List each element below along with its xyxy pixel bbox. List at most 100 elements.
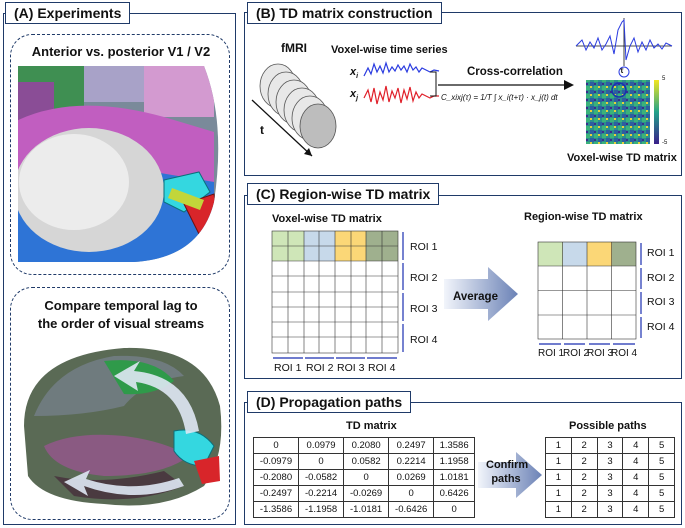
path-cell: 3: [596, 453, 624, 470]
path-cell: 4: [622, 501, 650, 518]
path-cell: 4: [622, 453, 650, 470]
possible-paths-table: 1 2 3 4 5 1 2 3 4 5 1 2 3 4 5 1 2 3 4 5 …: [545, 437, 675, 518]
region-col-label-roi4: ROI 4: [611, 348, 638, 359]
path-cell: 2: [570, 485, 598, 502]
td-cell: -0.6426: [388, 501, 435, 518]
path-cell: 3: [596, 485, 624, 502]
time-axis-label: t: [260, 123, 264, 137]
panel-d-title: (D) Propagation paths: [247, 391, 412, 413]
xj-letter: x: [350, 88, 357, 100]
voxel-row-label-roi1: ROI 1: [410, 241, 438, 253]
voxel-td-grid: [271, 230, 399, 354]
td-cell: 0.2497: [388, 437, 435, 454]
path-cell: 1: [545, 437, 572, 454]
td-cell: 0.0582: [343, 453, 390, 470]
region-row-brackets: [640, 243, 642, 338]
average-arrow: [444, 267, 518, 321]
average-label: Average: [453, 291, 498, 303]
region-cell-roi3: [587, 242, 612, 266]
possible-paths-caption: Possible paths: [569, 420, 647, 432]
path-cell: 1: [545, 485, 572, 502]
confirm-paths-label: Confirm paths: [486, 459, 529, 485]
path-cell: 4: [622, 485, 650, 502]
region-row-label-roi2: ROI 2: [647, 272, 675, 284]
path-cell: 5: [648, 453, 675, 470]
xi-letter: x: [350, 66, 357, 78]
voxel-col-label-roi1: ROI 1: [274, 362, 302, 374]
tau-label: τ: [620, 66, 624, 75]
region-col-label-roi1: ROI 1: [538, 348, 565, 359]
region-row-label-roi3: ROI 3: [647, 296, 675, 308]
xi-label: xi: [350, 66, 358, 80]
td-cell: -0.0269: [343, 485, 390, 502]
inflated-brain-image: [24, 347, 222, 506]
region-cell-roi1: [538, 242, 563, 266]
path-cell: 1: [545, 501, 572, 518]
region-col-label-roi3: ROI 3: [587, 348, 614, 359]
td-cell: -1.0181: [343, 501, 390, 518]
path-cell: 1: [545, 469, 572, 486]
panel-a-title: (A) Experiments: [5, 2, 131, 24]
sub-box-visual-streams: [10, 287, 230, 520]
td-cell: 0: [343, 469, 390, 486]
panel-c-title: (C) Region-wise TD matrix: [247, 183, 440, 205]
td-cell: -1.1958: [298, 501, 345, 518]
td-row: 0 0.0979 0.2080 0.2497 1.3586: [252, 437, 475, 454]
td-cell: -0.2497: [252, 485, 300, 502]
path-cell: 2: [570, 501, 598, 518]
path-row: 1 2 3 4 5: [545, 485, 675, 502]
region-cell-roi2: [562, 242, 587, 266]
td-row: -0.2497 -0.2214 -0.0269 0 0.6426: [252, 485, 475, 502]
path-cell: 2: [570, 437, 598, 454]
td-cell: -1.3586: [252, 501, 300, 518]
td-cell: 0: [388, 485, 435, 502]
td-cell: 0: [298, 453, 345, 470]
voxel-col-label-roi2: ROI 2: [306, 362, 334, 374]
path-cell: 4: [622, 469, 650, 486]
td-cell: 1.1958: [433, 453, 475, 470]
voxel-grid-lines: [271, 230, 399, 354]
path-cell: 5: [648, 437, 675, 454]
path-cell: 3: [596, 437, 624, 454]
path-row: 1 2 3 4 5: [545, 469, 675, 486]
path-row: 1 2 3 4 5: [545, 437, 675, 454]
visual-streams-title-1: Compare temporal lag to: [44, 298, 198, 313]
region-td-grid: [537, 241, 637, 340]
region-grid-lines: [537, 241, 637, 340]
region-row-label-roi1: ROI 1: [647, 247, 675, 259]
brain-flatmap-image: [18, 66, 219, 262]
colorbar-min: -5: [662, 140, 668, 146]
path-cell: 3: [596, 501, 624, 518]
td-row: -1.3586 -1.1958 -1.0181 -0.6426 0: [252, 501, 475, 518]
cross-correlation-formula: C_xixj(τ) = 1/T ∫ x_i(t+τ) · x_j(t) dt: [441, 93, 558, 102]
path-row: 1 2 3 4 5: [545, 453, 675, 470]
path-row: 1 2 3 4 5: [545, 501, 675, 518]
td-row: -0.2080 -0.0582 0 0.0269 1.0181: [252, 469, 475, 486]
fmri-stack-image: [251, 63, 337, 157]
fmri-label: fMRI: [281, 41, 307, 55]
voxel-row-label-roi3: ROI 3: [410, 303, 438, 315]
td-cell: 0.0979: [298, 437, 345, 454]
confirm-paths-arrow: [478, 452, 542, 498]
td-cell: -0.0582: [298, 469, 345, 486]
td-cell: -0.0979: [252, 453, 300, 470]
td-cell: 0.2080: [343, 437, 390, 454]
cross-correlation-label: Cross-correlation: [467, 66, 563, 78]
voxel-col-brackets: [273, 357, 397, 359]
correlation-curve-plot: [575, 18, 673, 78]
sub-box-v1-v2: [10, 34, 230, 275]
td-matrix-table: 0 0.0979 0.2080 0.2497 1.3586 -0.0979 0 …: [252, 437, 475, 518]
visual-streams-title-2: the order of visual streams: [37, 316, 205, 331]
td-matrix-caption: TD matrix: [346, 420, 397, 432]
td-cell: -0.2080: [252, 469, 300, 486]
td-cell: 0: [252, 437, 300, 454]
path-cell: 5: [648, 485, 675, 502]
path-cell: 5: [648, 469, 675, 486]
xi-subscript: i: [356, 73, 359, 81]
voxel-time-series-label: Voxel-wise time series: [331, 44, 448, 56]
td-cell: 1.3586: [433, 437, 475, 454]
path-cell: 4: [622, 437, 650, 454]
td-cell: -0.2214: [298, 485, 345, 502]
voxel-col-label-roi4: ROI 4: [368, 362, 396, 374]
voxel-td-heatmap: [586, 80, 659, 144]
